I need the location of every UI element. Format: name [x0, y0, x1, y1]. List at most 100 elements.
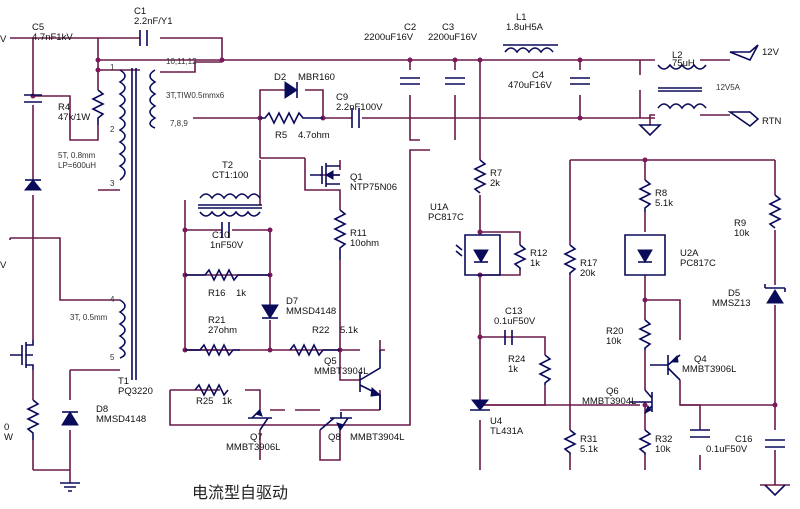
secondary-pins-2: 7,8,9	[170, 119, 188, 128]
label-r25: R25	[196, 396, 213, 407]
label-d2: D2	[274, 72, 286, 83]
label-r24: R24	[508, 354, 525, 365]
value-l1: 1.8uH5A	[506, 22, 544, 33]
labels: V C5 4.7nF1kV C1 2.2nF/Y1 R4 47k/1W 5T, …	[0, 6, 781, 502]
value-t2: CT1:100	[212, 170, 248, 181]
value-c1: 2.2nF/Y1	[134, 16, 173, 27]
pin-4: 4	[110, 295, 115, 304]
label-q5: Q5	[324, 356, 337, 367]
output-rating: 12V5A	[716, 83, 741, 92]
label-u1a: U1A	[430, 202, 449, 213]
label-d8: D8	[96, 404, 108, 415]
label-q8: Q8	[328, 432, 341, 443]
label-r22: R22	[312, 325, 329, 336]
value-c13: 0.1uF50V	[494, 316, 536, 327]
components	[10, 30, 786, 497]
label-r9: R9	[734, 218, 746, 229]
label-c13: C13	[505, 306, 522, 317]
value-u4: TL431A	[490, 426, 524, 437]
value-c5: 4.7nF1kV	[32, 32, 73, 43]
value-c2: 2200uF16V	[364, 32, 414, 43]
pin-5: 5	[110, 353, 115, 362]
label-r12: R12	[530, 248, 547, 259]
value-q7: MMBT3906L	[226, 442, 280, 453]
label-r4: R4	[58, 102, 70, 113]
value-d8: MMSD4148	[96, 414, 146, 425]
label-r11: R11	[350, 228, 367, 239]
value-q6: MMBT3904L	[582, 396, 636, 407]
value-q4: MMBT3906L	[682, 364, 736, 375]
edge-label-0: 0	[4, 422, 9, 433]
label-c5: C5	[32, 22, 44, 33]
secondary-note: 3T,TIW0.5mmx6	[166, 91, 225, 100]
pin-3: 3	[110, 179, 115, 188]
value-q5: MMBT3904L	[314, 366, 368, 377]
value-r22: 5.1k	[340, 325, 358, 336]
label-r21: R21	[208, 315, 225, 326]
value-r7: 2k	[490, 178, 500, 189]
value-r24: 1k	[508, 364, 518, 375]
value-d5: MMSZ13	[712, 298, 751, 309]
label-q7: Q7	[250, 432, 263, 443]
label-d7: D7	[286, 296, 298, 307]
label-r5: R5	[275, 130, 287, 141]
label-d5: D5	[728, 288, 740, 299]
winding-note-1: 5T, 0.8mm	[58, 151, 96, 160]
label-c9: C9	[336, 92, 348, 103]
value-r31: 5.1k	[580, 444, 598, 455]
aux-note: 3T, 0.5mm	[70, 313, 108, 322]
label-l2: L2	[672, 50, 683, 61]
value-c9: 2.2nF100V	[336, 102, 383, 113]
label-c2: C2	[404, 22, 416, 33]
value-c10: 1nF50V	[210, 240, 244, 251]
value-r20: 10k	[606, 336, 622, 347]
label-c3: C3	[442, 22, 454, 33]
label-q6: Q6	[606, 386, 619, 397]
value-r16: 1k	[236, 288, 246, 299]
edge-label-v2: V	[0, 260, 7, 271]
value-c4: 470uF16V	[508, 80, 553, 91]
label-c4: C4	[532, 70, 544, 81]
junction-dots	[30, 57, 778, 408]
value-d7: MMSD4148	[286, 306, 336, 317]
label-r8: R8	[655, 188, 667, 199]
label-c16: C16	[735, 434, 752, 445]
value-r21: 27ohm	[208, 325, 237, 336]
winding-note-2: LP=600uH	[58, 161, 96, 170]
value-c3: 2200uF16V	[428, 32, 478, 43]
pin-1: 1	[110, 63, 115, 72]
value-q8: MMBT3904L	[350, 432, 404, 443]
label-r16: R16	[208, 288, 225, 299]
label-r32: R32	[655, 434, 672, 445]
pin-2: 2	[110, 125, 115, 134]
edge-label-w: W	[4, 432, 13, 443]
label-r20: R20	[606, 326, 623, 337]
label-l1: L1	[516, 12, 527, 23]
label-u2a: U2A	[680, 248, 699, 259]
label-t2: T2	[222, 160, 233, 171]
diagram-caption: 电流型自驱动	[192, 484, 288, 502]
wires	[9, 37, 790, 486]
value-u2a: PC817C	[680, 258, 716, 269]
label-q1: Q1	[350, 172, 363, 183]
value-r32: 10k	[655, 444, 671, 455]
label-t1: T1	[118, 376, 129, 387]
output-rtn: RTN	[762, 116, 781, 127]
secondary-pins: 10,11,12	[166, 57, 197, 66]
value-r9: 10k	[734, 228, 750, 239]
label-r31: R31	[580, 434, 597, 445]
label-q4: Q4	[694, 354, 707, 365]
value-c16: 0.1uF50V	[706, 444, 748, 455]
value-q1: NTP75N06	[350, 182, 397, 193]
value-r12: 1k	[530, 258, 540, 269]
value-r25: 1k	[222, 396, 232, 407]
label-c1: C1	[134, 6, 146, 17]
edge-label-v1: V	[0, 34, 7, 45]
value-r17: 20k	[580, 268, 596, 279]
value-r8: 5.1k	[655, 198, 673, 209]
value-r11: 10ohm	[350, 238, 379, 249]
value-r4: 47k/1W	[58, 112, 90, 123]
label-c10: C10	[212, 230, 229, 241]
